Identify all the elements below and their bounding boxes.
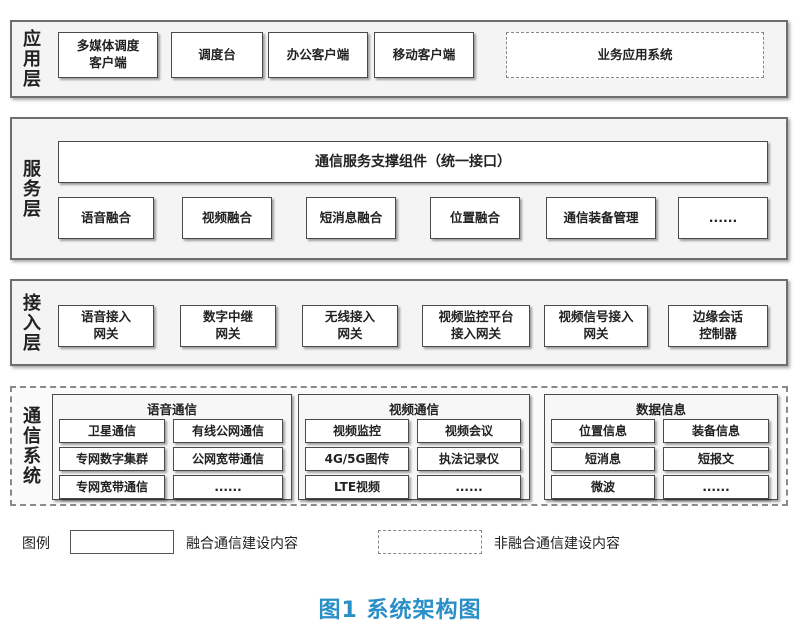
access-item-video-signal-gateway: 视频信号接入 网关 — [544, 305, 648, 347]
data-item-short-report: 短报文 — [663, 447, 769, 471]
figure-caption: 图1 系统架构图 — [318, 598, 482, 623]
voice-item-more: ...... — [173, 475, 283, 499]
service-layer: 服务层 通信服务支撑组件（统一接口） 语音融合 视频融合 短消息融合 位置融合 … — [10, 117, 788, 260]
data-item-microwave: 微波 — [551, 475, 655, 499]
comm-group-video-title: 视频通信 — [388, 402, 439, 417]
application-layer-label: 应用层 — [20, 29, 41, 89]
data-item-equipment: 装备信息 — [663, 419, 769, 443]
access-item-edge-session-controller: 边缘会话 控制器 — [668, 305, 768, 347]
app-item-dispatch-console: 调度台 — [171, 32, 263, 78]
legend-converged-label: 融合通信建设内容 — [186, 536, 298, 552]
comm-group-video: 视频通信 视频监控 视频会议 4G/5G图传 执法记录仪 LTE视频 .....… — [298, 394, 530, 500]
legend-title: 图例 — [22, 536, 50, 552]
video-item-body-recorder: 执法记录仪 — [417, 447, 521, 471]
voice-item-private-trunking: 专网数字集群 — [59, 447, 165, 471]
access-layer-label: 接入层 — [20, 292, 41, 353]
access-layer: 接入层 语音接入 网关 数字中继 网关 无线接入 网关 视频监控平台 接入网关 … — [10, 279, 788, 366]
comm-group-voice-title: 语音通信 — [146, 402, 197, 417]
access-item-voice-gateway: 语音接入 网关 — [58, 305, 154, 347]
video-item-surveillance: 视频监控 — [305, 419, 409, 443]
comm-group-voice: 语音通信 卫星通信 有线公网通信 专网数字集群 公网宽带通信 专网宽带通信 ..… — [52, 394, 292, 500]
voice-item-private-broadband: 专网宽带通信 — [59, 475, 165, 499]
service-item-location: 位置融合 — [430, 197, 520, 239]
access-item-trunk-gateway: 数字中继 网关 — [180, 305, 276, 347]
voice-item-satellite: 卫星通信 — [59, 419, 165, 443]
video-item-conference: 视频会议 — [417, 419, 521, 443]
application-layer: 应用层 多媒体调度 客户端 调度台 办公客户端 移动客户端 业务应用系统 — [10, 20, 788, 98]
video-item-lte: LTE视频 — [305, 475, 409, 499]
video-item-4g5g-transmission: 4G/5G图传 — [305, 447, 409, 471]
voice-item-wired-public: 有线公网通信 — [173, 419, 283, 443]
service-item-voice: 语音融合 — [58, 197, 154, 239]
app-item-office-client: 办公客户端 — [268, 32, 368, 78]
service-item-more: ...... — [678, 197, 768, 239]
data-item-more: ...... — [663, 475, 769, 499]
data-item-location: 位置信息 — [551, 419, 655, 443]
service-item-equipment: 通信装备管理 — [546, 197, 656, 239]
app-item-business-system: 业务应用系统 — [506, 32, 764, 78]
voice-item-public-broadband: 公网宽带通信 — [173, 447, 283, 471]
legend-non-converged-swatch — [378, 530, 482, 554]
app-item-multimedia-client: 多媒体调度 客户端 — [58, 32, 158, 78]
legend-non-converged-label: 非融合通信建设内容 — [494, 536, 620, 552]
service-layer-label: 服务层 — [20, 158, 41, 219]
comm-group-data-title: 数据信息 — [635, 402, 686, 417]
comm-group-data: 数据信息 位置信息 装备信息 短消息 短报文 微波 ...... — [544, 394, 778, 500]
data-item-sms: 短消息 — [551, 447, 655, 471]
comm-system-layer-label: 通信系统 — [20, 406, 41, 486]
service-item-sms: 短消息融合 — [306, 197, 396, 239]
comm-system-layer: 通信系统 语音通信 卫星通信 有线公网通信 专网数字集群 公网宽带通信 专网宽带… — [10, 386, 788, 506]
service-support-bar: 通信服务支撑组件（统一接口） — [58, 141, 768, 183]
access-item-video-platform-gateway: 视频监控平台 接入网关 — [422, 305, 530, 347]
app-item-mobile-client: 移动客户端 — [374, 32, 474, 78]
video-item-more: ...... — [417, 475, 521, 499]
legend-converged-swatch — [70, 530, 174, 554]
service-item-video: 视频融合 — [182, 197, 272, 239]
access-item-wireless-gateway: 无线接入 网关 — [302, 305, 398, 347]
